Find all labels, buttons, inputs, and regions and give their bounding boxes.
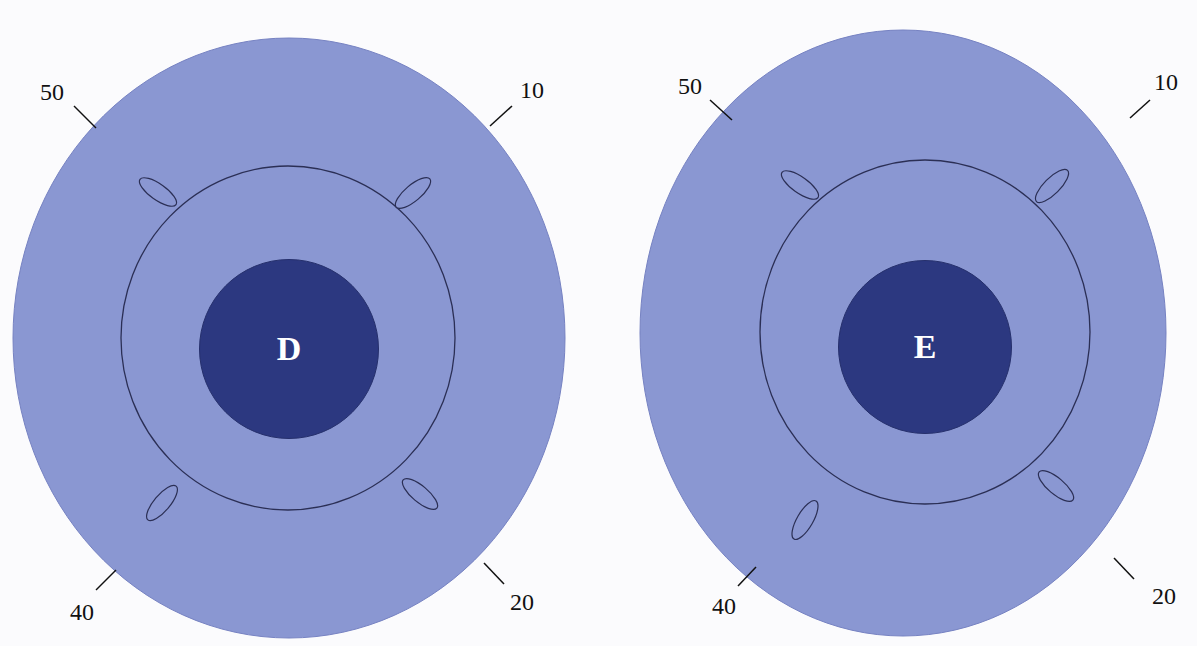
- right-eye: [13, 38, 565, 638]
- mark-ellipse: [787, 497, 823, 543]
- mark-ellipse: [135, 173, 180, 211]
- mark-ellipse: [391, 173, 435, 214]
- pupil-fill: [200, 260, 379, 439]
- leader-line: [96, 570, 116, 590]
- mark-ellipse: [777, 166, 822, 204]
- pupil-circle: E: [838, 260, 1012, 434]
- callout-number: 50: [678, 74, 702, 98]
- callout-number: 20: [1152, 584, 1176, 608]
- callout-number: 40: [70, 600, 94, 624]
- callout-number: 10: [520, 78, 544, 102]
- mark-ellipse: [1034, 466, 1078, 507]
- leader-line: [484, 563, 504, 584]
- eye-globe: [640, 30, 1166, 636]
- eye-letter: E: [914, 330, 937, 364]
- leader-line: [738, 567, 756, 586]
- pupil-fill: [839, 261, 1012, 434]
- mark-ellipse: [142, 481, 183, 525]
- leader-line: [1114, 558, 1134, 579]
- pupil-circle: D: [199, 259, 379, 439]
- leader-line: [1130, 100, 1150, 118]
- iris-outline: [760, 160, 1090, 504]
- callout-number: 50: [40, 80, 64, 104]
- leader-line: [74, 106, 96, 128]
- eye-letter: D: [277, 332, 302, 366]
- leader-line: [490, 106, 512, 126]
- callout-number: 10: [1154, 70, 1178, 94]
- mark-ellipse: [1031, 165, 1073, 207]
- callout-number: 20: [510, 590, 534, 614]
- callout-number: 40: [712, 594, 736, 618]
- leader-line: [710, 100, 732, 120]
- mark-ellipse: [398, 474, 442, 515]
- iris-outline: [121, 166, 455, 510]
- left-eye: [640, 30, 1166, 636]
- eye-globe: [13, 38, 565, 638]
